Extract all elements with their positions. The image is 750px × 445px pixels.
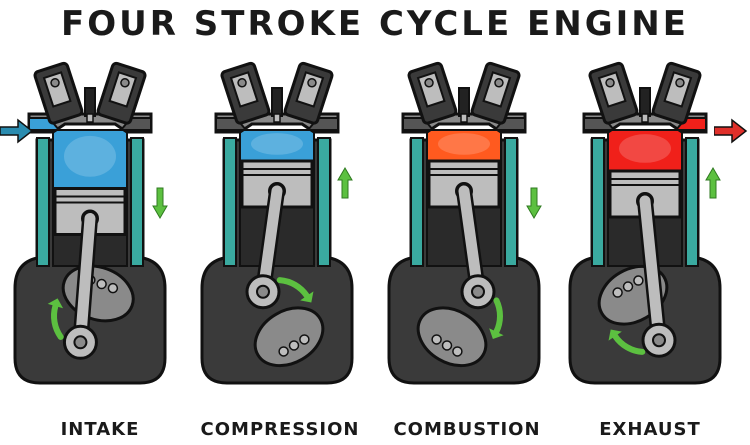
compression-stage <box>200 58 372 388</box>
crank-rotation-arrow <box>276 277 310 299</box>
spark-plug <box>84 87 96 117</box>
counterweight-hole <box>299 334 310 345</box>
exhaust-engine-drawing <box>568 61 722 385</box>
exhaust-valve-housing <box>283 61 334 125</box>
crank-rotation-arrowhead <box>47 298 64 309</box>
spark-plug-tip <box>460 113 468 123</box>
crank-journal-center <box>471 284 485 299</box>
crank-counterweight <box>416 306 488 368</box>
spark-plug-tip <box>273 113 281 123</box>
spark-plug <box>458 87 470 117</box>
counterweight-hole <box>107 282 119 294</box>
gas-highlight <box>619 134 671 163</box>
piston-motion-arrow <box>152 187 168 219</box>
piston-motion-arrow <box>705 167 721 199</box>
exhaust-label: EXHAUST <box>599 419 701 440</box>
exhaust-stage <box>568 58 740 388</box>
counterweight-hole <box>612 287 623 298</box>
exhaust-valve-housing <box>96 61 147 125</box>
gas-highlight <box>64 135 116 177</box>
counterweight-hole <box>452 346 463 357</box>
piston-motion-arrow <box>337 167 353 199</box>
compression-engine-drawing <box>200 61 354 385</box>
crank-rotation-arrowhead <box>489 328 504 339</box>
cylinder-gas <box>52 129 128 190</box>
coolant-jacket-right <box>317 137 331 267</box>
coolant-jacket-left <box>591 137 605 267</box>
intake-valve-housing <box>407 61 458 125</box>
counterweight-hole <box>441 340 453 351</box>
spark-plug <box>639 87 651 117</box>
crank-rotation-arrow <box>493 297 503 335</box>
counterweight-hole <box>288 340 300 351</box>
connecting-rod <box>639 195 665 346</box>
coolant-jacket-left <box>223 137 237 267</box>
coolant-jacket-left <box>410 137 424 267</box>
crank-rotation-arrow <box>612 333 646 355</box>
cylinder-gas <box>239 129 315 162</box>
gas-highlight <box>251 133 303 155</box>
connecting-rod <box>74 213 96 348</box>
exhaust-flow-arrow <box>714 118 748 144</box>
crank-rotation-arrowhead <box>608 329 622 341</box>
counterweight-hole <box>622 281 634 292</box>
intake-engine-drawing <box>13 61 168 385</box>
diagram-title: FOUR STROKE CYCLE ENGINE <box>61 4 689 44</box>
piston-motion-arrow <box>526 187 542 219</box>
compression-label: COMPRESSION <box>200 419 360 440</box>
intake-valve-housing <box>33 61 84 125</box>
crank-rotation-arrow <box>51 303 64 340</box>
intake-flow-arrow <box>0 118 34 144</box>
combustion-label: COMBUSTION <box>393 419 541 440</box>
spark-plug-tip <box>641 113 649 123</box>
intake-valve-housing <box>220 61 271 125</box>
spark-plug-tip <box>86 113 94 123</box>
counterweight-hole <box>278 346 289 357</box>
spark-plug <box>271 87 283 117</box>
cylinder-gas <box>607 129 683 172</box>
intake-stage <box>13 58 185 388</box>
combustion-stage <box>387 58 559 388</box>
counterweight-hole <box>96 278 107 290</box>
coolant-jacket-right <box>504 137 518 267</box>
crank-journal-center <box>256 284 270 299</box>
crank-counterweight <box>253 306 325 368</box>
coolant-jacket-right <box>130 137 144 267</box>
crank-rotation-arrowhead <box>300 291 314 303</box>
combustion-engine-drawing <box>387 61 542 385</box>
gas-highlight <box>438 133 490 155</box>
crank-journal-center <box>652 333 666 348</box>
cylinder-gas <box>426 129 502 162</box>
coolant-jacket-right <box>685 137 699 267</box>
coolant-jacket-left <box>36 137 50 267</box>
intake-label: INTAKE <box>60 419 140 440</box>
exhaust-valve-housing <box>470 61 521 125</box>
intake-valve-housing <box>588 61 639 125</box>
exhaust-valve-housing <box>651 61 702 125</box>
counterweight-hole <box>633 275 644 286</box>
crank-journal-center <box>73 335 88 350</box>
counterweight-hole <box>431 334 442 345</box>
